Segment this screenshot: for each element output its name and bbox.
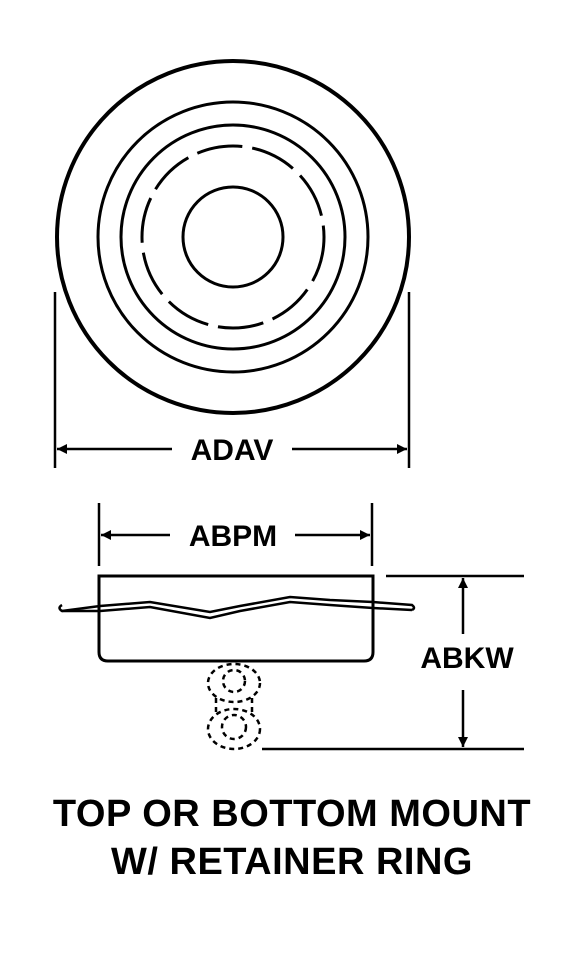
body-diameter-dimension (97, 503, 374, 566)
side-view (58, 574, 416, 751)
height-label: ABKW (420, 642, 514, 675)
retainer-ring-top (58, 595, 416, 614)
outer-rim-circle (55, 59, 411, 415)
retainer-ring-bottom (62, 600, 413, 620)
connector-hole-top (221, 668, 247, 694)
hidden-connector (206, 662, 262, 751)
hidden-ring-circle (140, 144, 326, 330)
outer-diameter-dimension (53, 292, 411, 468)
center-hole-circle (181, 185, 285, 289)
ring-circle-1 (96, 100, 370, 374)
ring-circle-2 (119, 123, 347, 351)
connector-lobe-bottom (206, 707, 262, 751)
caption-line-1: TOP OR BOTTOM MOUNT (52, 793, 532, 835)
connector-hole-bottom (220, 713, 248, 741)
caption-line-2: W/ RETAINER RING (111, 841, 473, 883)
connector-lobe-top (206, 662, 262, 704)
height-dimension (262, 574, 524, 751)
top-view (55, 59, 411, 415)
body-diameter-label: ABPM (189, 520, 277, 553)
outer-diameter-label: ADAV (191, 434, 274, 467)
body-outline (97, 574, 375, 663)
